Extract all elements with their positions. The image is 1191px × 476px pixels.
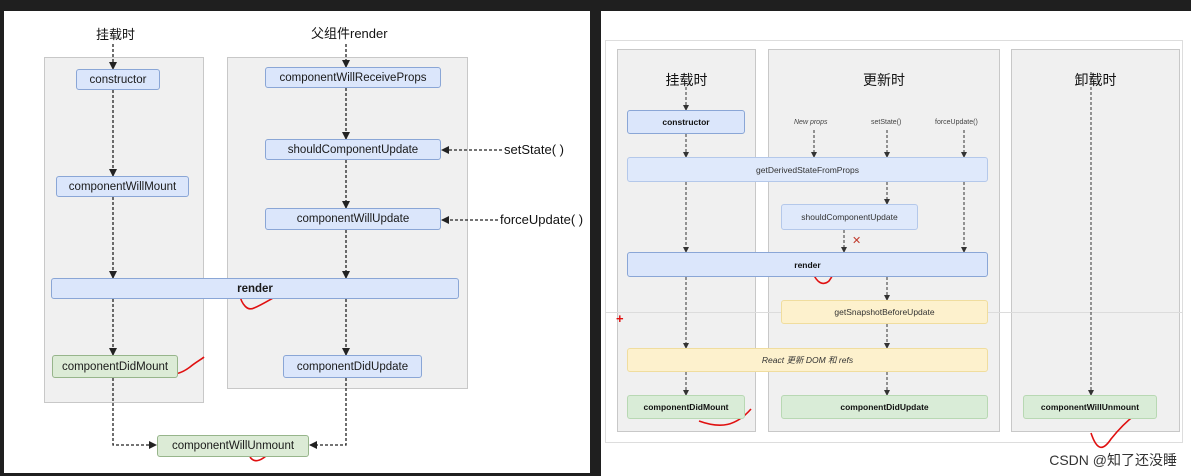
constructor-box: constructor bbox=[76, 69, 160, 90]
will-receive-props-box: componentWillReceiveProps bbox=[265, 67, 441, 88]
col-unmount: 卸载时 bbox=[1011, 49, 1180, 432]
watermark: CSDN @知了还没睡 bbox=[1049, 452, 1177, 468]
should-update-box-right: shouldComponentUpdate bbox=[781, 204, 918, 230]
constructor-box-right: constructor bbox=[627, 110, 745, 134]
will-mount-box: componentWillMount bbox=[56, 176, 189, 197]
right-arrows bbox=[683, 72, 1136, 449]
new-props-label: New props bbox=[794, 119, 828, 126]
get-snapshot-box: getSnapshotBeforeUpdate bbox=[781, 300, 988, 324]
render-box-right: render bbox=[627, 252, 988, 277]
forceupdate-label: forceUpdate( ) bbox=[500, 212, 584, 227]
parent-render-label: 父组件render bbox=[311, 26, 388, 41]
col-unmount-title: 卸载时 bbox=[1074, 72, 1117, 88]
cancel-x-icon: ✕ bbox=[852, 235, 862, 247]
react-update-dom-box: React 更新 DOM 和 refs bbox=[627, 348, 988, 372]
legacy-lifecycle-diagram: 挂载时 父组件render setState( ) forceUpdate( )… bbox=[4, 11, 590, 473]
mount-label: 挂载时 bbox=[96, 27, 136, 42]
col-mount-title: 挂载时 bbox=[665, 72, 708, 88]
did-update-box-right: componentDidUpdate bbox=[781, 395, 988, 419]
modern-lifecycle-diagram: 挂载时 更新时 卸载时 bbox=[601, 11, 1191, 476]
left-arrows bbox=[109, 44, 502, 462]
will-unmount-box: componentWillUnmount bbox=[157, 435, 309, 457]
col-update-title: 更新时 bbox=[863, 72, 905, 88]
plus-marker: + bbox=[616, 311, 624, 326]
did-update-box: componentDidUpdate bbox=[283, 355, 422, 378]
will-update-box: componentWillUpdate bbox=[265, 208, 441, 230]
should-update-box: shouldComponentUpdate bbox=[265, 139, 441, 160]
did-mount-box-right: componentDidMount bbox=[627, 395, 745, 419]
setstate-label: setState( ) bbox=[504, 142, 564, 157]
did-mount-box: componentDidMount bbox=[52, 355, 178, 378]
get-derived-state-box: getDerivedStateFromProps bbox=[627, 157, 988, 182]
forceupdate-label-right: forceUpdate() bbox=[935, 119, 978, 126]
mount-group bbox=[44, 57, 204, 403]
will-unmount-box-right: componentWillUnmount bbox=[1023, 395, 1157, 419]
render-box: render bbox=[51, 278, 459, 299]
setstate-label-right: setState() bbox=[871, 119, 902, 126]
